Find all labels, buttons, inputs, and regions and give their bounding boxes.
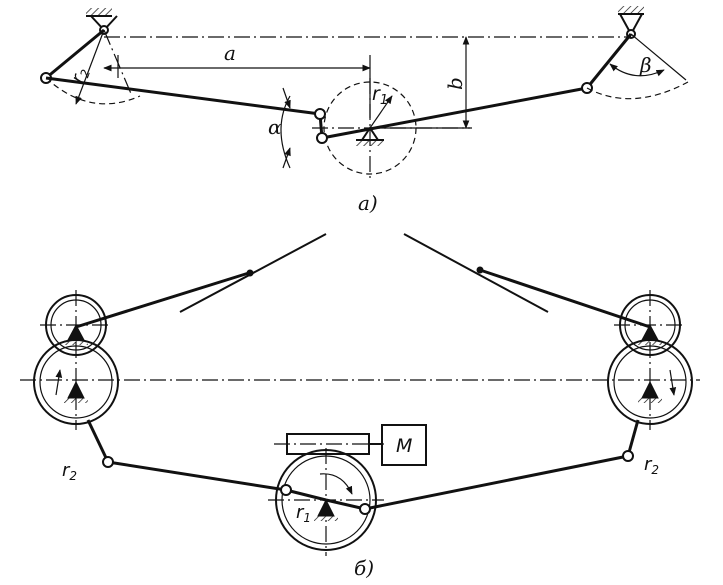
right-crank-arm	[626, 419, 640, 457]
motor-box	[381, 424, 427, 466]
label-r1-a: r1	[372, 83, 388, 108]
motor-label: M	[396, 435, 412, 457]
label-r1-b: r1	[296, 502, 311, 525]
diagram-a: a b r1 r2 α β a)	[40, 6, 689, 215]
right-gear-pair	[607, 290, 693, 430]
left-rocker	[40, 28, 141, 105]
motor-unit: M	[274, 424, 427, 466]
angle-alpha	[280, 87, 291, 169]
left-ground-support	[86, 8, 118, 35]
label-alpha: α	[268, 115, 282, 139]
dimension-a	[103, 55, 371, 118]
right-coupler-a	[321, 86, 588, 140]
right-upper-rod	[479, 268, 651, 329]
angle-beta	[586, 33, 689, 100]
left-lower-coupler	[107, 460, 287, 492]
right-lower-coupler	[364, 454, 629, 511]
caption-b: б)	[354, 556, 374, 580]
right-ground-support	[618, 6, 644, 39]
left-coupler-a	[45, 76, 321, 116]
label-a: a	[224, 41, 236, 65]
main-crank-wheel	[268, 448, 384, 556]
label-beta: β	[639, 53, 652, 77]
diagram-b: M r2 r2 r1 б)	[20, 233, 700, 580]
left-crank-arm	[86, 419, 110, 463]
right-wing-line	[403, 233, 549, 313]
label-r2-right: r2	[644, 454, 659, 477]
dimension-b	[370, 36, 472, 129]
left-gear-pair	[33, 290, 119, 430]
caption-a: a)	[358, 191, 378, 215]
right-rocker	[585, 33, 633, 89]
label-r2-left: r2	[62, 460, 77, 483]
left-upper-rod	[75, 270, 253, 329]
label-b: b	[443, 77, 467, 90]
